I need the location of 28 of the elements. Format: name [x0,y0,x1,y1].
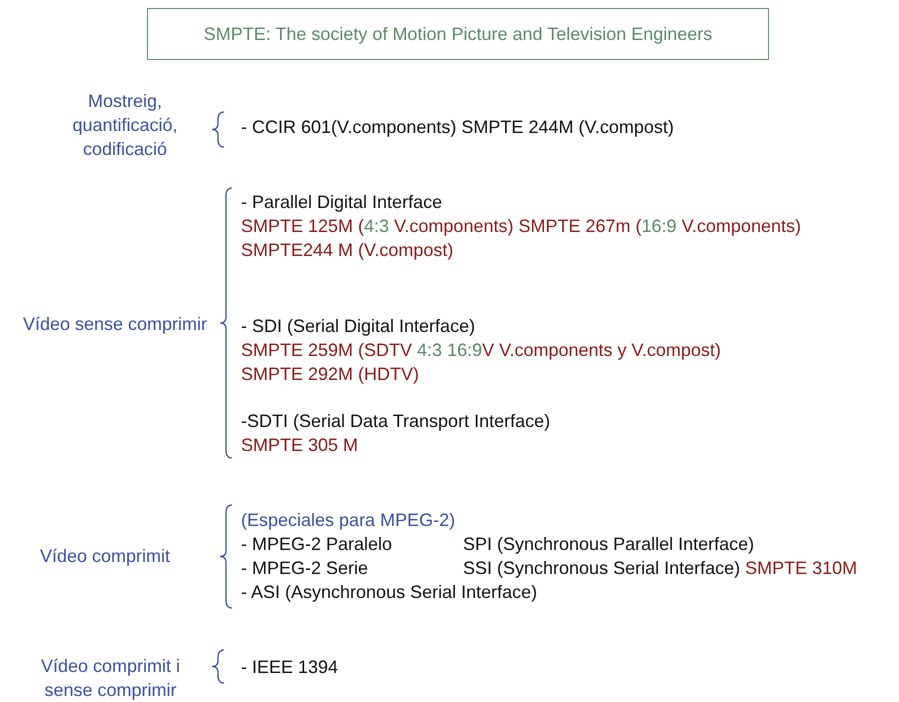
interface-text: -SDTI (Serial Data Transport Interface) [241,410,550,432]
title-box: SMPTE: The society of Motion Picture and Television Engineers [147,8,769,60]
standard-text: V.components) SMPTE 267m ( [394,215,642,237]
aspect-ratio-text: 16:9 [642,215,677,237]
interface-text: - SDI (Serial Digital Interface) [241,315,476,337]
standard-text: V V.components y V.compost) [482,339,721,361]
aspect-ratio-text: 4:3 16:9 [417,339,482,361]
standard-text: SMPTE244 M (V.compost) [241,239,454,261]
category-label: Vídeo comprimit [38,545,172,568]
interface-text: - ASI (Asynchronous Serial Interface) [241,581,538,603]
standard-text: SMPTE 305 M [241,434,358,456]
interface-text: - MPEG-2 Paralelo [241,533,392,555]
category-label: Vídeo comprimit i sense comprimir [40,655,182,702]
interface-text: - CCIR 601(V.components) SMPTE 244M (V.compost) [241,116,674,138]
standard-text: V.components) [682,215,801,237]
interface-text: - IEEE 1394 [241,656,338,678]
standard-text: SMPTE 125M ( [241,215,364,237]
standard-text: SMPTE 310M [745,557,858,579]
standard-text: SMPTE 292M (HDTV) [241,363,420,385]
interface-text: - Parallel Digital Interface [241,191,442,213]
interface-text: (Especiales para MPEG-2) [241,509,456,531]
category-label: Vídeo sense comprimir [22,313,208,336]
interface-text: SPI (Synchronous Parallel Interface) [463,533,754,555]
aspect-ratio-text: 4:3 [364,215,390,237]
interface-text: SSI (Synchronous Serial Interface) [463,557,740,579]
standard-text: SMPTE 259M (SDTV [241,339,412,361]
interface-text: - MPEG-2 Serie [241,557,368,579]
category-label: Mostreig, quantificació, codificació [71,90,179,161]
